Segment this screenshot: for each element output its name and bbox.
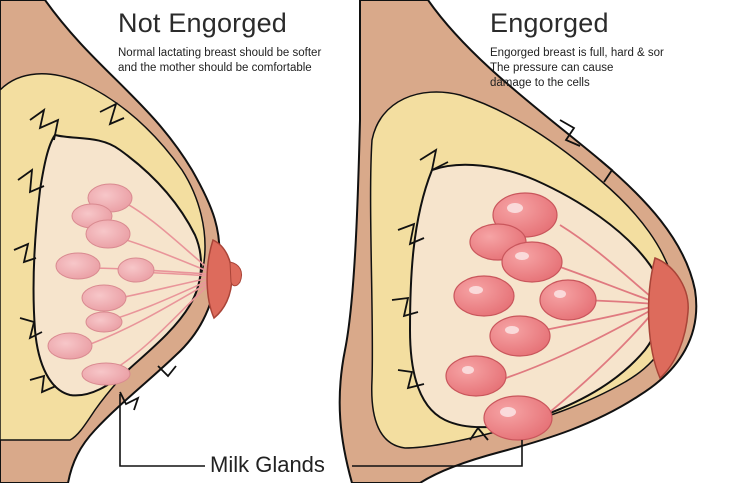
left-areola (229, 261, 243, 287)
left-leader-line (119, 394, 205, 467)
right-lobules (445, 192, 597, 441)
right-tissue-boundary (391, 119, 614, 441)
right-panel-description-line-1: Engorged breast is full, hard & sor (490, 47, 664, 59)
left-nipple (206, 238, 233, 320)
milk-glands-leader-lines (119, 394, 523, 467)
left-lobules (47, 183, 155, 386)
right-nipple (647, 257, 689, 380)
image-right-crop (701, 0, 743, 483)
left-panel-description-line-2: and the mother should be comfortable (118, 62, 312, 74)
right-lobule-highlights (462, 203, 566, 417)
left-tissue-boundary (13, 102, 177, 411)
right-panel-description-line-2: The pressure can cause (490, 62, 614, 74)
right-breast-illustration (338, 0, 698, 483)
left-breast-illustration (0, 0, 243, 483)
left-panel-description-line-1: Normal lactating breast should be softer (118, 47, 322, 59)
right-panel-title: Engorged (490, 8, 609, 38)
right-panel-description-line-3: damage to the cells (490, 77, 590, 89)
right-leader-line (352, 440, 523, 467)
left-panel-title: Not Engorged (118, 8, 288, 38)
milk-glands-label: Milk Glands (208, 452, 327, 478)
